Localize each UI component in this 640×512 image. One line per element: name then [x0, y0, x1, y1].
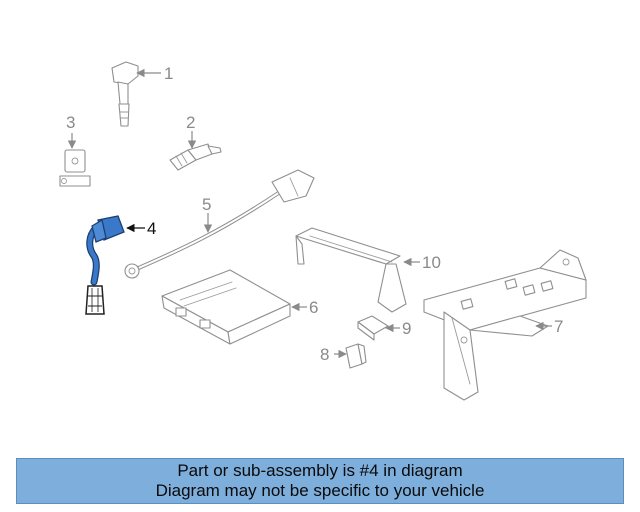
callout-2: 2	[186, 113, 195, 132]
parts-diagram: 1 2 3 4 5	[59, 61, 587, 401]
part-2-spark-plug[interactable]	[169, 143, 222, 171]
part-8-clip[interactable]	[345, 343, 367, 369]
part-10-mounting-bracket[interactable]	[295, 227, 407, 313]
callout-1: 1	[164, 64, 173, 83]
part-6-control-module[interactable]	[161, 269, 291, 345]
callout-8: 8	[320, 345, 329, 364]
callout-3: 3	[66, 113, 75, 132]
part-5-sensor-cable[interactable]	[124, 169, 315, 279]
part-4-crankshaft-sensor[interactable]	[85, 215, 125, 315]
callout-6: 6	[309, 298, 318, 317]
callout-5: 5	[202, 195, 211, 214]
info-banner: Part or sub-assembly is #4 in diagram Di…	[16, 458, 624, 504]
callout-7: 7	[554, 317, 563, 336]
part-9-clip[interactable]	[357, 315, 389, 341]
banner-line-part: Part or sub-assembly is #4 in diagram	[177, 461, 463, 480]
banner-line-disclaimer: Diagram may not be specific to your vehi…	[155, 481, 485, 500]
part-7-support-carrier[interactable]	[423, 249, 587, 401]
part-3-camshaft-sensor[interactable]	[59, 149, 91, 187]
part-1-ignition-coil[interactable]	[111, 61, 139, 127]
callout-9: 9	[402, 319, 411, 338]
callout-4: 4	[147, 219, 156, 238]
callout-10: 10	[422, 253, 441, 272]
